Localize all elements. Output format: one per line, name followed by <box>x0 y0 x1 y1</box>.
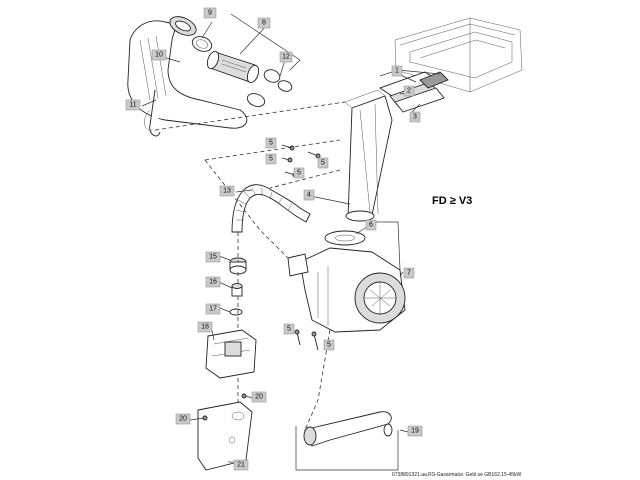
svg-text:2: 2 <box>407 88 411 95</box>
svg-text:11: 11 <box>129 102 136 109</box>
svg-text:5: 5 <box>269 140 273 147</box>
callout-8: 8 <box>257 17 271 29</box>
svg-text:5: 5 <box>327 342 331 349</box>
svg-text:4: 4 <box>307 192 311 199</box>
leader-8 <box>239 23 269 55</box>
svg-text:20: 20 <box>255 394 263 401</box>
callout-5-a: 5 <box>265 137 277 149</box>
hose-clip <box>144 89 161 137</box>
callout-1: 1 <box>391 65 403 77</box>
leader-18 <box>211 329 215 341</box>
flange-gasket-set <box>379 71 449 113</box>
svg-text:13: 13 <box>223 188 231 195</box>
group-bracket-7 <box>370 221 401 271</box>
callout-5-e: 5 <box>283 323 295 335</box>
svg-text:3: 3 <box>413 114 417 121</box>
venturi-tube <box>206 50 260 84</box>
assembly-line <box>204 139 341 161</box>
svg-text:9: 9 <box>208 10 212 17</box>
leader-15 <box>218 255 231 261</box>
o-ring-9 <box>191 36 213 52</box>
assembly-line <box>304 329 331 431</box>
svg-text:1: 1 <box>395 68 399 75</box>
group-bracket-1 <box>379 69 441 77</box>
svg-text:16: 16 <box>209 279 217 286</box>
svg-text:10: 10 <box>155 52 163 59</box>
screws <box>281 144 321 351</box>
leader-11 <box>141 99 157 107</box>
callout-15: 15 <box>205 251 221 263</box>
air-intake-hose <box>127 16 248 129</box>
svg-text:17: 17 <box>209 306 217 313</box>
svg-text:6: 6 <box>369 222 373 229</box>
group-bracket-8 <box>230 13 301 71</box>
leader-17 <box>219 307 231 313</box>
svg-text:7: 7 <box>407 270 411 277</box>
blower-fan <box>287 247 406 333</box>
group-bracket-19 <box>295 426 399 471</box>
callout-3: 3 <box>409 111 421 123</box>
document-reference: 6738891321.aa.RS-Gasarmatur. Gebl.se GB1… <box>392 472 522 478</box>
leader-16 <box>218 281 233 289</box>
leader-19 <box>399 429 409 433</box>
callout-10: 10 <box>151 49 167 61</box>
callout-18: 18 <box>197 321 213 333</box>
callout-19: 19 <box>407 425 423 437</box>
air-duct <box>344 89 393 222</box>
callout-9: 9 <box>203 7 217 19</box>
svg-text:15: 15 <box>209 254 217 261</box>
leader-9 <box>201 21 213 39</box>
callout-5-d: 5 <box>293 167 305 179</box>
assembly-line <box>269 169 341 189</box>
svg-text:5: 5 <box>269 156 273 163</box>
callout-5-b: 5 <box>265 153 277 165</box>
callout-4: 4 <box>303 189 315 201</box>
callout-12: 12 <box>279 51 293 63</box>
callout-13: 13 <box>219 185 235 197</box>
callout-20-a: 20 <box>175 413 191 425</box>
svg-text:20: 20 <box>179 416 187 423</box>
callout-5-c: 5 <box>317 157 329 169</box>
callout-21: 21 <box>233 459 249 471</box>
svg-text:5: 5 <box>287 326 291 333</box>
callout-17: 17 <box>205 303 221 315</box>
callout-11: 11 <box>125 99 141 111</box>
leader-13 <box>235 189 253 193</box>
svg-text:8: 8 <box>262 20 266 27</box>
gas-valve-stack <box>205 257 257 379</box>
flexible-hose <box>231 184 311 233</box>
svg-text:21: 21 <box>237 462 245 469</box>
leader-4 <box>309 195 351 205</box>
o-rings-12 <box>263 69 293 92</box>
assembly-line <box>204 159 289 259</box>
svg-text:19: 19 <box>411 428 419 435</box>
variant-label: FD ≥ V3 <box>432 195 472 207</box>
svg-text:5: 5 <box>321 160 325 167</box>
gasket-6 <box>324 230 366 246</box>
svg-text:12: 12 <box>282 54 290 61</box>
leader-20b <box>245 395 253 399</box>
callout-2: 2 <box>403 85 415 97</box>
svg-text:5: 5 <box>297 170 301 177</box>
leader-7 <box>399 271 404 277</box>
callout-16: 16 <box>205 276 221 288</box>
leader-20a <box>189 417 205 421</box>
svg-text:18: 18 <box>201 324 209 331</box>
callout-5-f: 5 <box>323 339 335 351</box>
seal-ring <box>246 93 266 107</box>
callout-20-b: 20 <box>251 391 267 403</box>
callout-7: 7 <box>403 267 415 279</box>
gas-pipe <box>303 411 393 447</box>
callout-6: 6 <box>365 219 377 231</box>
leader-12 <box>279 59 286 77</box>
